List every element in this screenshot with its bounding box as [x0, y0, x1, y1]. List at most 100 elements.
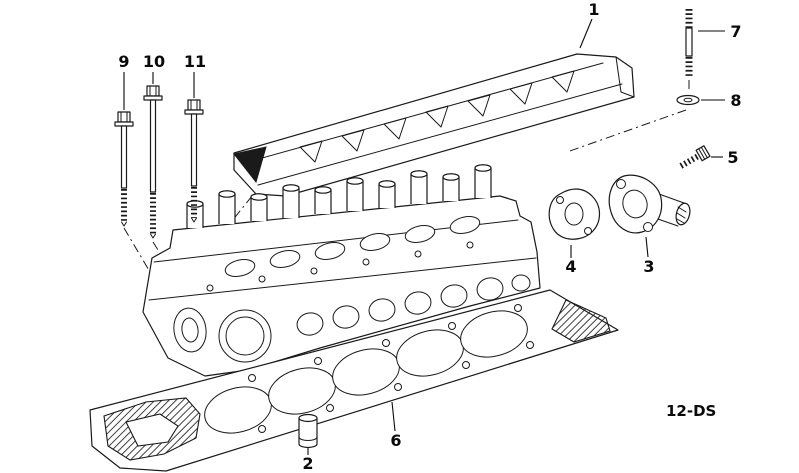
bolt-9-tip [121, 221, 127, 227]
callouts: 1 2 3 4 5 6 7 8 [118, 0, 741, 473]
callout-4-label[interactable]: 4 [565, 257, 576, 276]
intake-port [368, 298, 396, 322]
head-valve-guides [186, 164, 492, 228]
callout-7-label[interactable]: 7 [730, 22, 741, 41]
callout-6-label[interactable]: 6 [390, 431, 401, 450]
flange-neck-end [675, 202, 691, 226]
cover-vent-triangles [299, 70, 575, 163]
bolt-10-head-facets [149, 85, 157, 97]
washer-part-8 [676, 94, 700, 106]
diagram-code-label: 12-DS [666, 402, 716, 420]
bolt-11-head [187, 99, 201, 111]
gasket-bolt-hole [462, 361, 470, 369]
plug-body [298, 417, 318, 449]
axis-stud-7b [566, 109, 687, 153]
flange-gasket-hole [584, 227, 592, 235]
deck-well [224, 259, 256, 277]
deck-well [449, 216, 481, 234]
callout-1-label[interactable]: 1 [588, 0, 599, 19]
valve-guide-top [250, 193, 268, 201]
bolt-part-11 [184, 99, 204, 223]
callout-9-label[interactable]: 9 [118, 52, 129, 71]
intake-port [476, 277, 504, 301]
valve-guide-top [442, 173, 460, 181]
callout-5-label[interactable]: 5 [727, 148, 738, 167]
bolt-10-head [146, 85, 160, 97]
callout-4: 4 [565, 245, 577, 276]
vent-triangle [509, 82, 533, 105]
vent-triangle [467, 94, 491, 117]
valve-guide-top [346, 177, 364, 185]
intake-port [440, 284, 468, 308]
vent-triangle [299, 140, 323, 163]
gasket-cylinder-bores [204, 310, 528, 434]
head-front-bore-inner [225, 316, 265, 356]
bolt-11-shank [190, 113, 198, 187]
gasket-right-hatched-area [551, 299, 611, 343]
intake-port [511, 274, 531, 292]
plug-detail-line [298, 436, 318, 441]
deck-well [269, 250, 301, 268]
callout-9: 9 [118, 52, 130, 110]
cylinder-bore [460, 310, 528, 358]
connector-flange-part-3 [608, 174, 691, 234]
callout-6-leader [391, 401, 396, 432]
cylinder-head-cover-part-1 [233, 53, 635, 197]
head-intake-ports [296, 274, 531, 336]
deck-well [359, 233, 391, 251]
callout-10-label[interactable]: 10 [143, 52, 165, 71]
gasket-bolt-holes [248, 304, 534, 433]
head-deck-wells [224, 216, 481, 277]
gasket-bolt-hole [326, 404, 334, 412]
callout-2-label[interactable]: 2 [302, 454, 313, 473]
gasket-bolt-hole [514, 304, 522, 312]
flange-neck-lines [654, 193, 685, 227]
washer-inner [683, 97, 693, 103]
bolt-part-10 [143, 85, 163, 239]
flange-bolt-hole [616, 179, 626, 189]
flange-center-opening [622, 189, 648, 219]
gasket-bolt-hole [382, 339, 390, 347]
callout-1: 1 [579, 0, 600, 49]
stud-shank [685, 27, 693, 57]
valve-guide-top [410, 170, 428, 178]
cover-left-wedge [233, 146, 267, 184]
gasket-bolt-hole [248, 374, 256, 382]
bolt-part-9 [114, 111, 134, 227]
cover-endcap-line [615, 56, 635, 98]
head-gasket-part-6 [89, 289, 619, 472]
callout-3-label[interactable]: 3 [643, 257, 654, 276]
head-bolt-hole [258, 275, 266, 283]
bolt-5-threads [679, 152, 701, 169]
callout-11: 11 [184, 52, 206, 98]
head-bolt-hole [310, 267, 318, 275]
callout-3-leader [645, 236, 649, 258]
flange-gasket-part-4 [548, 188, 601, 240]
callout-11-label[interactable]: 11 [184, 52, 206, 71]
gasket-bolt-hole [314, 357, 322, 365]
gasket-bolt-hole [448, 322, 456, 330]
plug-part-2 [298, 413, 318, 449]
head-bolt-hole [206, 284, 214, 292]
callout-7: 7 [698, 22, 742, 41]
gasket-bolt-hole [526, 341, 534, 349]
head-bolt-hole [414, 250, 422, 258]
intake-port [332, 305, 360, 329]
axis-bolt-9 [123, 227, 151, 273]
stud-part-7 [685, 9, 693, 77]
intake-port [296, 312, 324, 336]
callout-1-leader [579, 18, 593, 49]
head-bolt-hole [466, 241, 474, 249]
head-bolt-holes [206, 241, 474, 292]
gasket-bolt-hole [394, 383, 402, 391]
callout-10: 10 [143, 52, 165, 84]
bolt-5-head-facets [698, 146, 708, 160]
deck-well [404, 225, 436, 243]
callout-8-label[interactable]: 8 [730, 91, 741, 110]
valve-guide-top [474, 164, 492, 172]
bolt-9-head-facets [120, 111, 128, 123]
head-bolt-hole [362, 258, 370, 266]
callout-3: 3 [643, 236, 655, 276]
callout-6: 6 [390, 401, 402, 450]
